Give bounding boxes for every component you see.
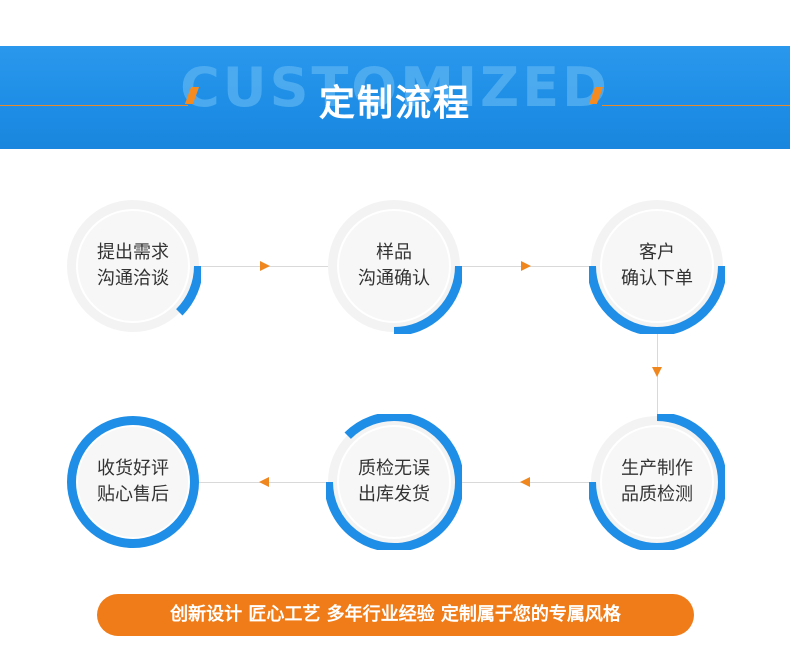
step-3-line2: 确认下单 bbox=[621, 268, 693, 289]
step-6-circle: 收货好评 贴心售后 bbox=[65, 414, 201, 550]
arrow-left-icon bbox=[520, 477, 530, 487]
banner-divider-right bbox=[602, 105, 790, 106]
progress-ring-icon bbox=[326, 414, 462, 550]
progress-ring-icon bbox=[67, 416, 199, 548]
progress-ring-icon bbox=[328, 200, 462, 334]
step-3-line1: 客户 bbox=[639, 242, 675, 263]
step-4-line2: 品质检测 bbox=[621, 484, 693, 505]
arrow-right-icon bbox=[521, 261, 531, 271]
arrow-right-icon bbox=[260, 261, 270, 271]
step-2-line1: 样品 bbox=[376, 242, 412, 263]
slogan-banner: 创新设计 匠心工艺 多年行业经验 定制属于您的专属风格 bbox=[97, 594, 694, 636]
arrow-left-icon bbox=[259, 477, 269, 487]
step-1-circle: 提出需求 沟通洽谈 bbox=[65, 198, 201, 334]
page-title: 定制流程 bbox=[318, 83, 471, 124]
progress-ring-icon bbox=[589, 414, 725, 550]
progress-ring-icon bbox=[67, 200, 201, 332]
arrow-down-icon bbox=[652, 367, 662, 377]
step-2-circle: 样品 沟通确认 bbox=[326, 198, 462, 334]
progress-ring-icon bbox=[589, 200, 725, 334]
step-6-line2: 贴心售后 bbox=[97, 484, 169, 505]
step-6-line1: 收货好评 bbox=[97, 458, 169, 479]
step-4-circle: 生产制作 品质检测 bbox=[589, 414, 725, 550]
banner-watermark: CUSTOMIZED bbox=[180, 56, 610, 119]
step-1-line1: 提出需求 bbox=[97, 242, 169, 263]
step-1-line2: 沟通洽谈 bbox=[97, 268, 169, 289]
step-5-line2: 出库发货 bbox=[358, 484, 430, 505]
header-banner: CUSTOMIZED 定制流程 bbox=[0, 46, 790, 149]
step-3-circle: 客户 确认下单 bbox=[589, 198, 725, 334]
step-2-line2: 沟通确认 bbox=[358, 268, 430, 289]
step-4-line1: 生产制作 bbox=[621, 458, 693, 479]
step-5-circle: 质检无误 出库发货 bbox=[326, 414, 462, 550]
step-5-line1: 质检无误 bbox=[358, 458, 430, 479]
banner-divider-left bbox=[0, 105, 188, 106]
